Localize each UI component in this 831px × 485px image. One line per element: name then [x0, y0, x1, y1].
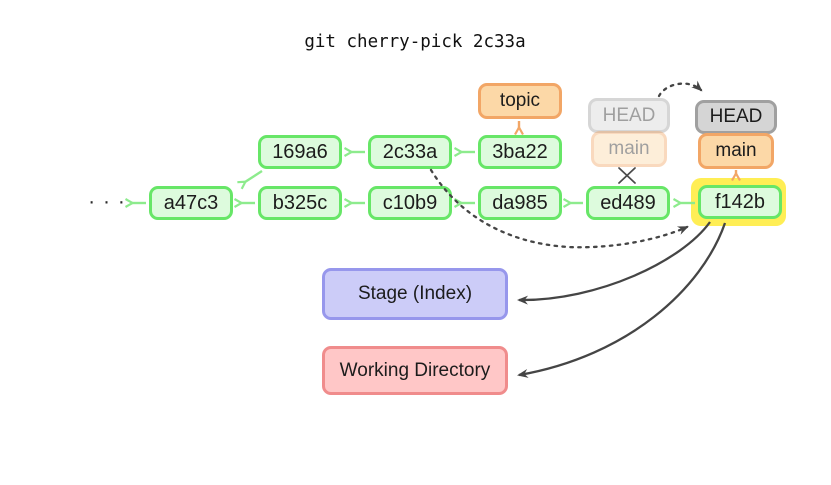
arrow-169a6-to-a47c3 [237, 169, 263, 190]
commit-label: da985 [492, 191, 548, 214]
ref-old-main: main [591, 131, 667, 167]
ref-label: topic [499, 90, 541, 111]
arrow-head-move-dashed [657, 80, 703, 98]
commit-node-c10b9: c10b9 [368, 186, 452, 220]
ref-label: HEAD [709, 106, 763, 127]
commit-node-b325c: b325c [258, 186, 342, 220]
commit-node-2c33a: 2c33a [368, 135, 452, 169]
working-directory-box: Working Directory [322, 346, 508, 395]
ref-label: main [715, 140, 757, 161]
commit-node-ed489: ed489 [586, 186, 670, 220]
stage-index-box: Stage (Index) [322, 268, 508, 320]
stage-label: Stage (Index) [357, 283, 473, 304]
commit-node-3ba22: 3ba22 [478, 135, 562, 169]
commit-node-f142b: f142b [698, 185, 782, 219]
x-mark-old-main-detached [618, 167, 636, 184]
commit-node-a47c3: a47c3 [149, 186, 233, 220]
commit-label: a47c3 [163, 191, 219, 214]
commit-label: 169a6 [272, 140, 328, 163]
arrow-f142b-to-working-directory [517, 222, 727, 378]
diagram-title: git cherry-pick 2c33a [304, 32, 526, 52]
commit-label: f142b [714, 190, 766, 213]
commit-label: c10b9 [382, 191, 438, 214]
commit-node-da985: da985 [478, 186, 562, 220]
history-ellipsis: · · · [88, 190, 126, 213]
ref-new-main: main [698, 133, 774, 169]
ref-new-head: HEAD [695, 100, 777, 134]
ref-old-head: HEAD [588, 98, 670, 133]
arrow-f142b-to-stage [517, 221, 711, 305]
working-directory-label: Working Directory [339, 359, 491, 381]
ref-label: main [608, 138, 650, 159]
commit-label: b325c [272, 191, 328, 214]
commit-label: ed489 [600, 191, 656, 214]
commit-node-169a6: 169a6 [258, 135, 342, 169]
ref-topic: topic [478, 83, 562, 119]
commit-label: 2c33a [382, 140, 438, 163]
commit-label: 3ba22 [492, 140, 548, 163]
ref-label: HEAD [602, 104, 656, 126]
